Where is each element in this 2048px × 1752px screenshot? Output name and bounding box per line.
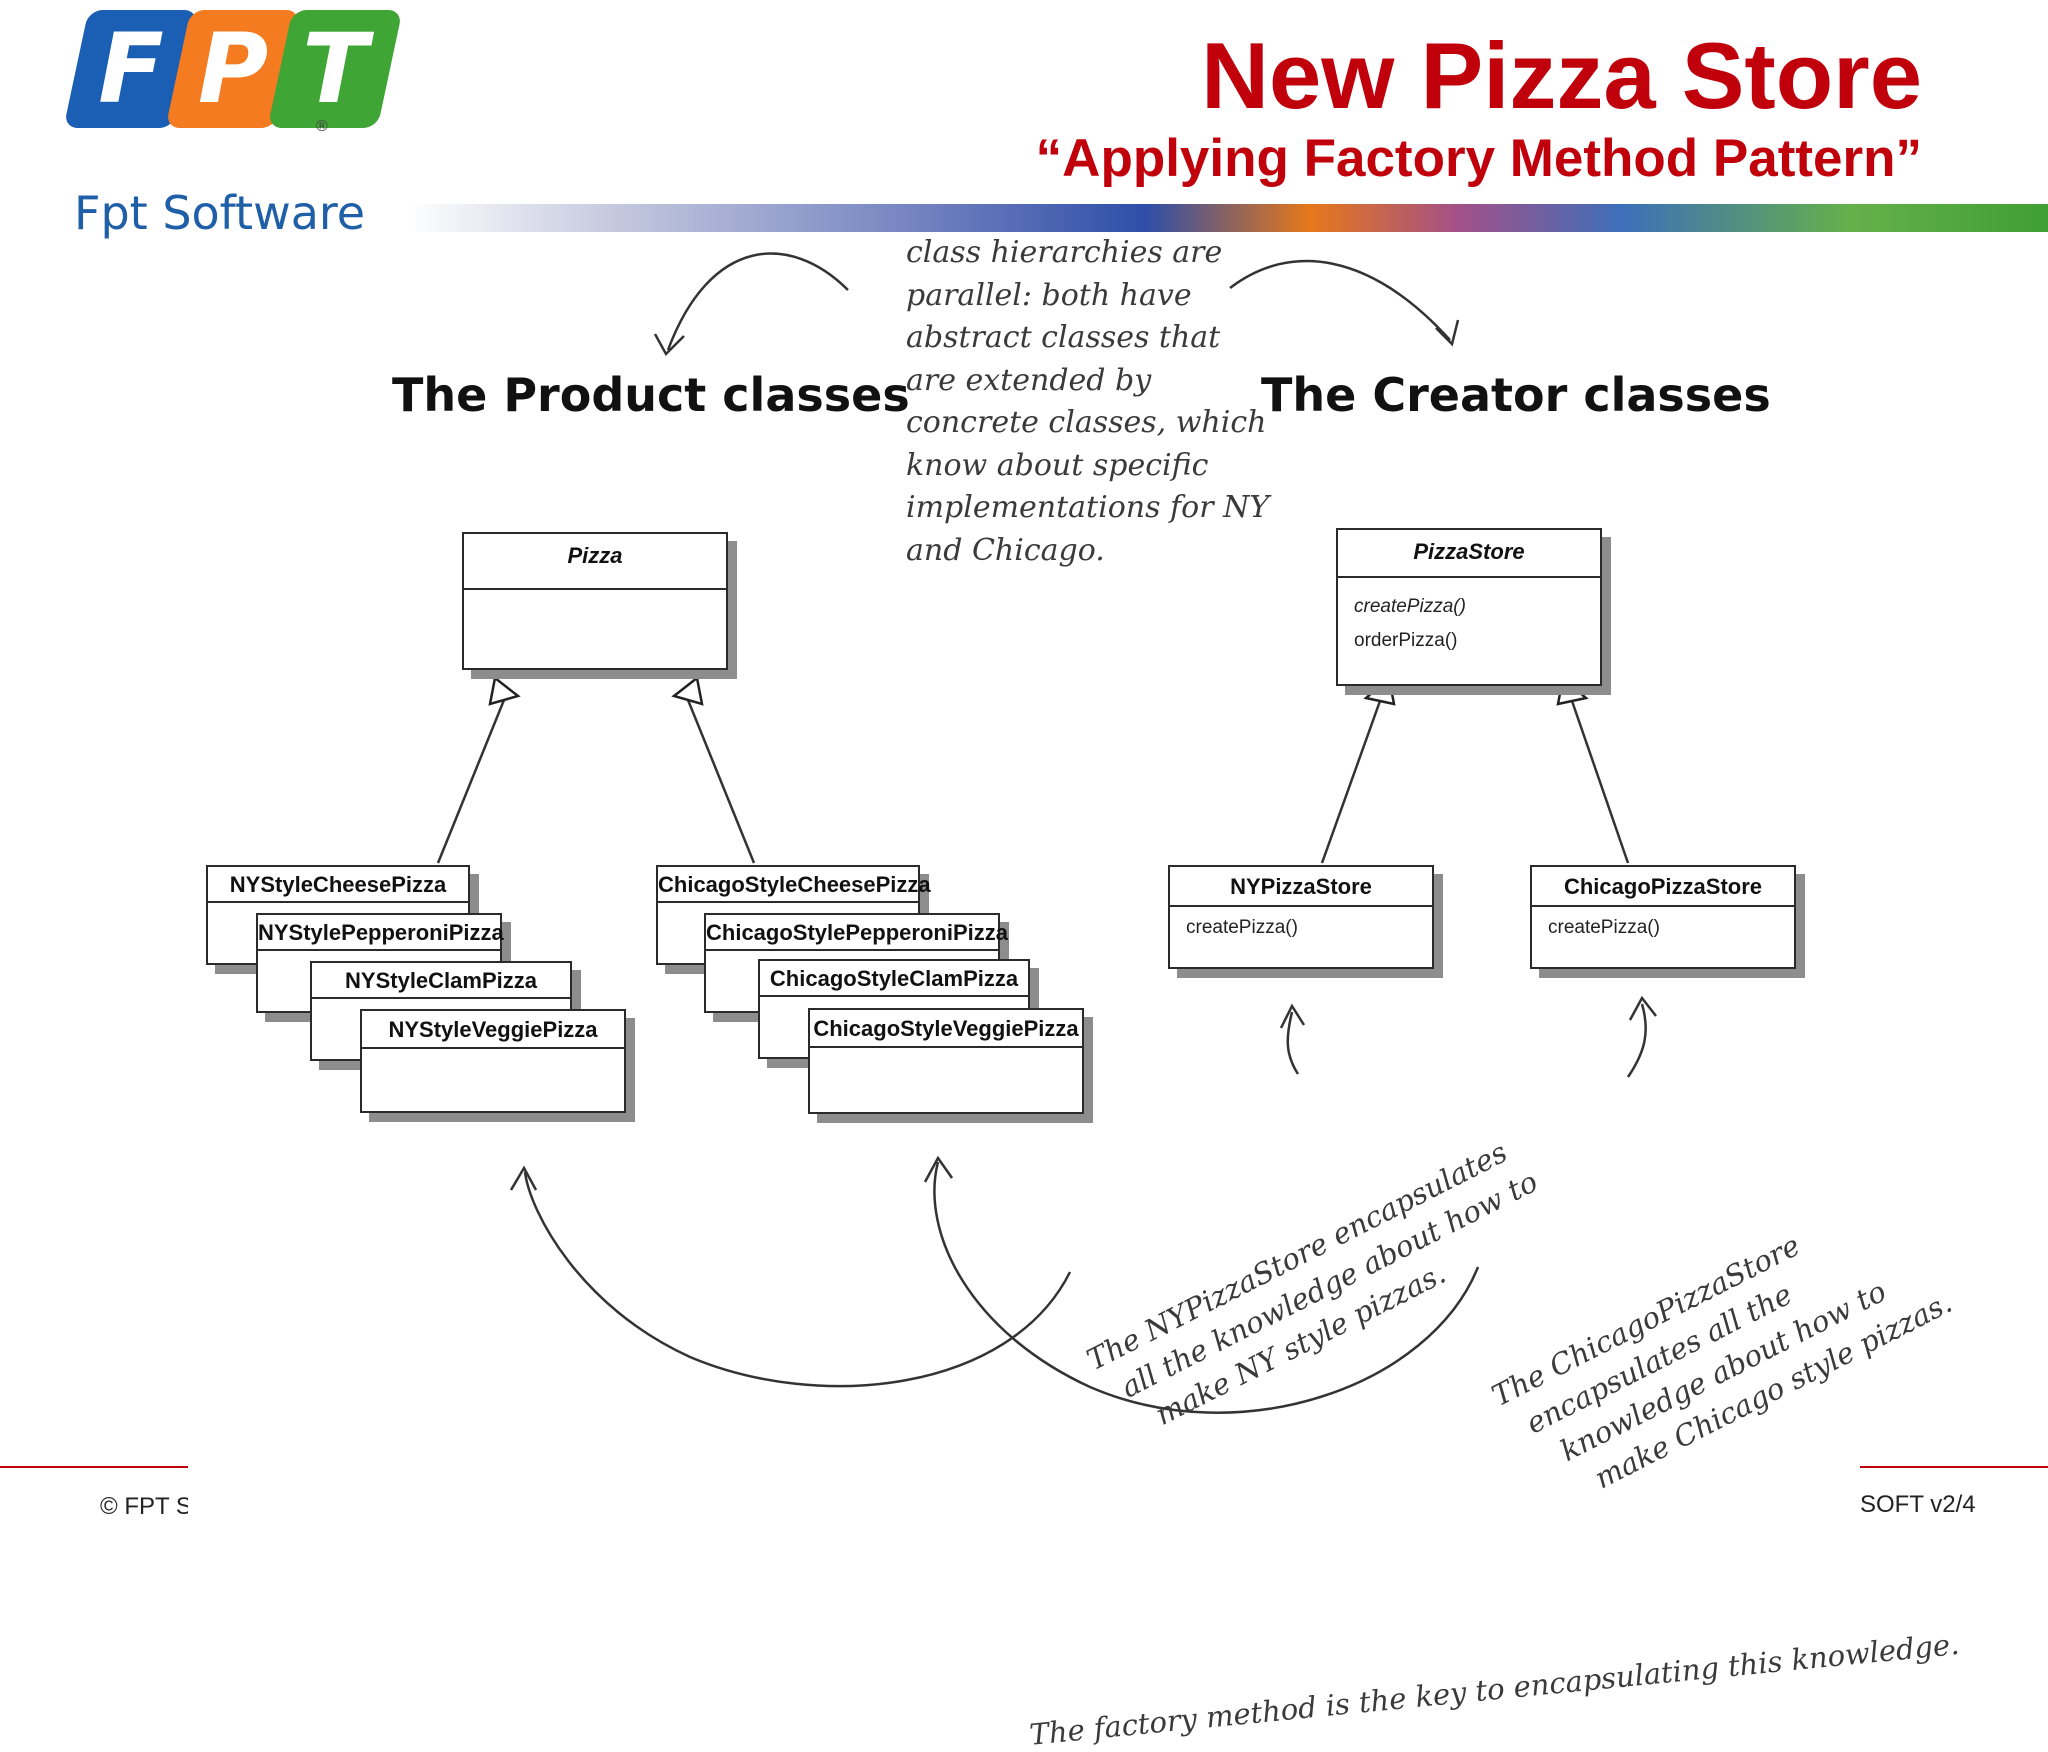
class-name: ChicagoStyleCheesePizza [658, 867, 931, 903]
method-create-pizza: createPizza() [1354, 596, 1466, 617]
footer-version: SOFT v2/4 [1860, 1491, 1976, 1518]
nypizzastore-class: NYPizzaStore createPizza() [1168, 865, 1434, 969]
pizza-class: Pizza [462, 532, 728, 670]
inheritance-ny-to-pizza [436, 699, 506, 864]
curved-arrow-to-creator [1229, 259, 1451, 341]
arrowhead-ny-pizzas [509, 1165, 538, 1191]
class-name: NYStylePepperoniPizza [258, 915, 504, 951]
curve-ny-note-to-ny-pizzas [523, 1171, 1072, 1388]
footer-copyright: © FPT S [100, 1493, 188, 1520]
class-name: ChicagoStylePepperoniPizza [706, 915, 1008, 951]
chicagopizzastore-class: ChicagoPizzaStore createPizza() [1530, 865, 1796, 969]
creator-classes-heading: The Creator classes [1261, 368, 1771, 422]
note-line: know about specific [906, 447, 1209, 483]
note-line: parallel: both have [906, 277, 1192, 313]
page-title: New Pizza Store [1201, 23, 1922, 128]
class-name: NYStyleClamPizza [312, 963, 570, 999]
parallel-hierarchies-note: class hierarchies are parallel: both hav… [906, 232, 1270, 572]
pizza-class-name: Pizza [464, 534, 726, 590]
fpt-logo: F P T ® Fpt Software [63, 0, 403, 250]
logo-tile-t: T [267, 10, 403, 128]
chicagostyle-veggie-pizza-class: ChicagoStyleVeggiePizza [808, 1008, 1084, 1114]
inheritance-chicago-to-pizza [686, 699, 756, 864]
header-decorative-bar [408, 204, 2048, 232]
class-name: NYStyleVeggiePizza [362, 1011, 624, 1049]
registered-mark: ® [316, 118, 328, 135]
note-line: and Chicago. [906, 532, 1105, 568]
method-create-pizza: createPizza() [1186, 917, 1298, 938]
chicagopizzastore-class-name: ChicagoPizzaStore [1532, 867, 1794, 907]
arrowhead-chicago-pizzas [923, 1155, 954, 1183]
footer-divider-left [0, 1466, 188, 1468]
arrowhead-product [653, 333, 685, 357]
note-line: abstract classes that [906, 320, 1221, 355]
pizzastore-class: PizzaStore createPizza() orderPizza() [1336, 528, 1602, 686]
footer-divider-right [1860, 1466, 2048, 1468]
method-order-pizza: orderPizza() [1354, 630, 1458, 651]
arrowhead-nystore [1279, 1003, 1306, 1029]
logo-subtitle: Fpt Software [74, 186, 366, 240]
pizzastore-class-name: PizzaStore [1338, 530, 1600, 578]
note-line: implementations for NY [906, 490, 1270, 525]
arrowhead-creator [1435, 319, 1460, 347]
curved-arrow-to-product [666, 252, 849, 351]
inheritance-nystore-to-pizzastore [1320, 700, 1382, 864]
nystyle-veggie-pizza-class: NYStyleVeggiePizza [360, 1009, 626, 1113]
curve-chicago-note-to-chicagostore [1626, 1003, 1647, 1078]
curve-chicago-note-to-chicago-pizzas [933, 1161, 1480, 1414]
note-line: concrete classes, which [906, 405, 1267, 440]
curve-ny-note-to-nystore [1286, 1011, 1300, 1075]
class-name: NYStyleCheesePizza [208, 867, 468, 903]
product-classes-heading: The Product classes [392, 368, 910, 422]
note-line: are extended by [906, 362, 1152, 398]
note-line: class hierarchies are [906, 235, 1223, 270]
arrowhead-chicagostore [1628, 995, 1657, 1021]
class-name: ChicagoStyleClamPizza [760, 961, 1028, 997]
inheritance-chicagostore-to-pizzastore [1570, 700, 1630, 864]
factory-method-note: The factory method is the key to encapsu… [1028, 1626, 1961, 1752]
diagram-connectors [436, 252, 1657, 1414]
nypizzastore-class-name: NYPizzaStore [1170, 867, 1432, 907]
method-create-pizza: createPizza() [1548, 917, 1660, 938]
class-name: ChicagoStyleVeggiePizza [810, 1010, 1082, 1048]
factory-method-diagram: The Product classes The Creator classes … [200, 232, 1961, 1752]
logo-letter-t: T [302, 13, 368, 125]
triangle-chicago-pizza [671, 675, 704, 706]
page-subtitle: “Applying Factory Method Pattern” [1035, 129, 1922, 188]
triangle-ny-pizza [488, 675, 521, 706]
